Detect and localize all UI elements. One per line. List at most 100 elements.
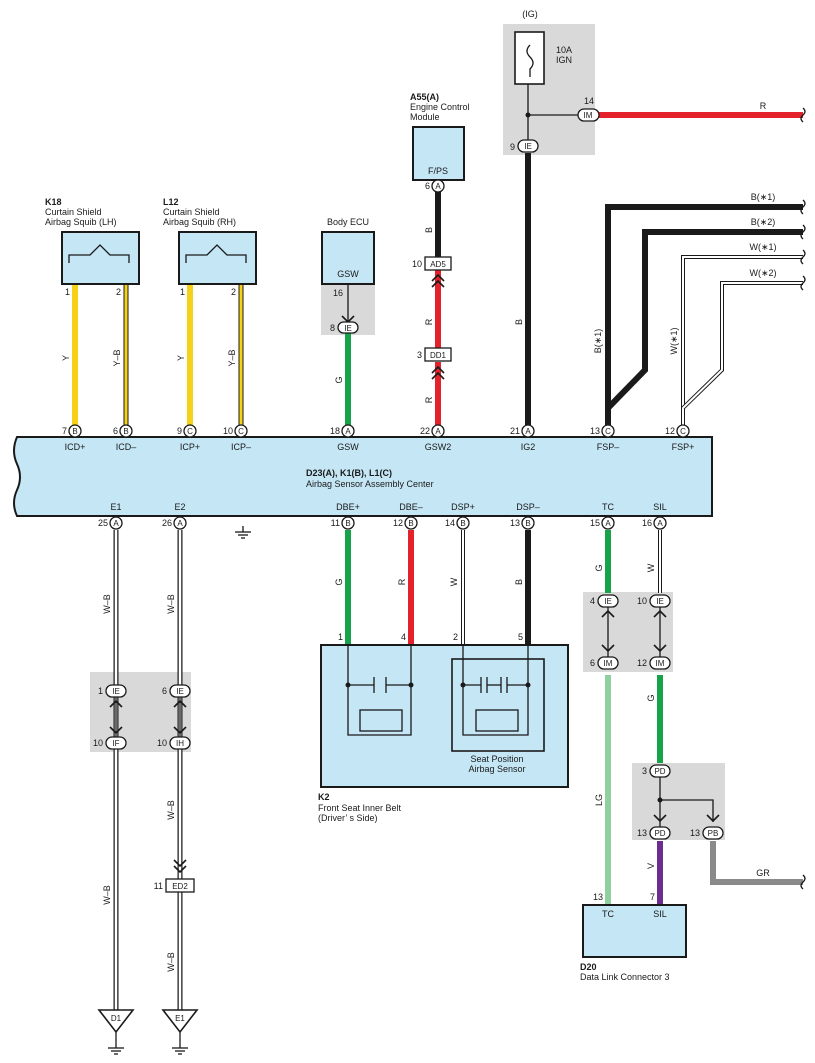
svg-text:PD: PD bbox=[654, 829, 665, 838]
svg-text:Y–B: Y–B bbox=[227, 349, 237, 366]
svg-text:13: 13 bbox=[637, 828, 647, 838]
svg-text:R: R bbox=[397, 578, 407, 585]
svg-text:A: A bbox=[435, 182, 441, 191]
l12-squib-symbol bbox=[185, 244, 247, 263]
svg-text:G: G bbox=[646, 694, 656, 701]
svg-text:Y: Y bbox=[176, 355, 186, 361]
k18-code: K18 bbox=[45, 197, 62, 207]
ground-e1 bbox=[161, 1009, 199, 1055]
body-ecu-title: Body ECU bbox=[327, 217, 369, 227]
a55-name-line2: Module bbox=[410, 112, 440, 122]
body-ecu-box bbox=[321, 231, 375, 285]
svg-text:11: 11 bbox=[154, 881, 163, 891]
k18-squib-symbol bbox=[68, 244, 130, 263]
svg-text:IE: IE bbox=[524, 142, 532, 151]
k2-name-line1: Front Seat Inner Belt bbox=[318, 803, 402, 813]
svg-text:TC: TC bbox=[602, 502, 614, 512]
fuse-element bbox=[526, 44, 534, 77]
svg-text:16: 16 bbox=[642, 518, 652, 528]
svg-text:LG: LG bbox=[594, 794, 604, 806]
svg-text:3: 3 bbox=[642, 766, 647, 776]
svg-text:IM: IM bbox=[584, 111, 593, 120]
svg-text:V: V bbox=[646, 863, 656, 869]
splice-dots-k2 bbox=[345, 682, 531, 688]
svg-text:4: 4 bbox=[401, 632, 406, 642]
svg-text:FSP+: FSP+ bbox=[672, 442, 695, 452]
svg-text:A: A bbox=[605, 519, 611, 528]
k18-name-line2: Airbag Squib (LH) bbox=[45, 217, 117, 227]
d20-pin-sil-label: SIL bbox=[653, 909, 667, 919]
svg-text:2: 2 bbox=[116, 287, 121, 297]
fuse-rating: 10A bbox=[556, 45, 572, 55]
center-code: D23(A), K1(B), L1(C) bbox=[306, 468, 392, 478]
svg-text:W–B: W–B bbox=[102, 885, 112, 905]
svg-text:25: 25 bbox=[98, 518, 108, 528]
svg-text:5: 5 bbox=[518, 632, 523, 642]
svg-text:B: B bbox=[514, 319, 524, 325]
ground-d1-label: D1 bbox=[111, 1014, 122, 1023]
l12-name-line1: Curtain Shield bbox=[163, 207, 220, 217]
svg-text:16: 16 bbox=[333, 288, 343, 298]
ig-label: (IG) bbox=[522, 9, 538, 19]
svg-text:GSW2: GSW2 bbox=[425, 442, 452, 452]
svg-text:DBE+: DBE+ bbox=[336, 502, 360, 512]
l12-code: L12 bbox=[163, 197, 179, 207]
svg-text:IE: IE bbox=[176, 687, 184, 696]
svg-text:3: 3 bbox=[417, 350, 422, 360]
svg-text:B: B bbox=[408, 519, 413, 528]
svg-text:B: B bbox=[345, 519, 350, 528]
svg-text:8: 8 bbox=[330, 323, 335, 333]
a55-name-line1: Engine Control bbox=[410, 102, 470, 112]
l12-name-line2: Airbag Squib (RH) bbox=[163, 217, 236, 227]
svg-text:C: C bbox=[680, 427, 686, 436]
svg-text:W–B: W–B bbox=[166, 952, 176, 972]
svg-text:C: C bbox=[187, 427, 193, 436]
svg-text:G: G bbox=[334, 376, 344, 383]
center-top-pins: 7 B ICD+ 6 B ICD– 9 C ICP+ 10 C ICP– 18 … bbox=[62, 426, 694, 452]
airbag-center-box bbox=[13, 436, 713, 517]
svg-text:Y–B: Y–B bbox=[112, 349, 122, 366]
svg-text:A: A bbox=[435, 427, 441, 436]
svg-text:6: 6 bbox=[425, 181, 430, 191]
svg-text:6: 6 bbox=[113, 426, 118, 436]
svg-text:ICP+: ICP+ bbox=[180, 442, 200, 452]
svg-text:IE: IE bbox=[656, 597, 664, 606]
svg-text:IG2: IG2 bbox=[521, 442, 536, 452]
svg-text:E1: E1 bbox=[110, 502, 121, 512]
svg-text:GR: GR bbox=[756, 868, 770, 878]
svg-text:12: 12 bbox=[665, 426, 675, 436]
svg-text:9: 9 bbox=[510, 142, 515, 152]
wires bbox=[72, 112, 803, 1010]
svg-text:E2: E2 bbox=[174, 502, 185, 512]
svg-text:10: 10 bbox=[637, 596, 647, 606]
svg-text:A: A bbox=[177, 519, 183, 528]
body-ecu-pin-label: GSW bbox=[337, 269, 359, 279]
svg-text:2: 2 bbox=[231, 287, 236, 297]
svg-text:4: 4 bbox=[590, 596, 595, 606]
svg-text:18: 18 bbox=[330, 426, 340, 436]
svg-text:10: 10 bbox=[223, 426, 233, 436]
svg-text:B(∗2): B(∗2) bbox=[751, 217, 776, 227]
svg-text:1: 1 bbox=[65, 287, 70, 297]
svg-text:FSP–: FSP– bbox=[597, 442, 620, 452]
fuse-name: IGN bbox=[556, 55, 572, 65]
svg-text:DSP–: DSP– bbox=[516, 502, 540, 512]
svg-text:IE: IE bbox=[344, 324, 352, 333]
svg-text:10: 10 bbox=[93, 738, 103, 748]
svg-text:13: 13 bbox=[593, 892, 603, 902]
connector-arrows bbox=[109, 273, 720, 874]
svg-text:W(∗2): W(∗2) bbox=[749, 268, 776, 278]
svg-text:11: 11 bbox=[331, 518, 340, 528]
svg-text:21: 21 bbox=[510, 426, 520, 436]
svg-text:B(∗1): B(∗1) bbox=[593, 329, 603, 354]
svg-text:B: B bbox=[525, 519, 530, 528]
svg-text:IM: IM bbox=[604, 659, 613, 668]
svg-text:IE: IE bbox=[112, 687, 120, 696]
svg-text:2: 2 bbox=[453, 632, 458, 642]
svg-text:B: B bbox=[514, 579, 524, 585]
svg-text:B: B bbox=[123, 427, 128, 436]
k2-code: K2 bbox=[318, 792, 330, 802]
k2-name-line2: (Driver’ s Side) bbox=[318, 813, 378, 823]
svg-text:B: B bbox=[72, 427, 77, 436]
svg-text:PB: PB bbox=[708, 829, 719, 838]
